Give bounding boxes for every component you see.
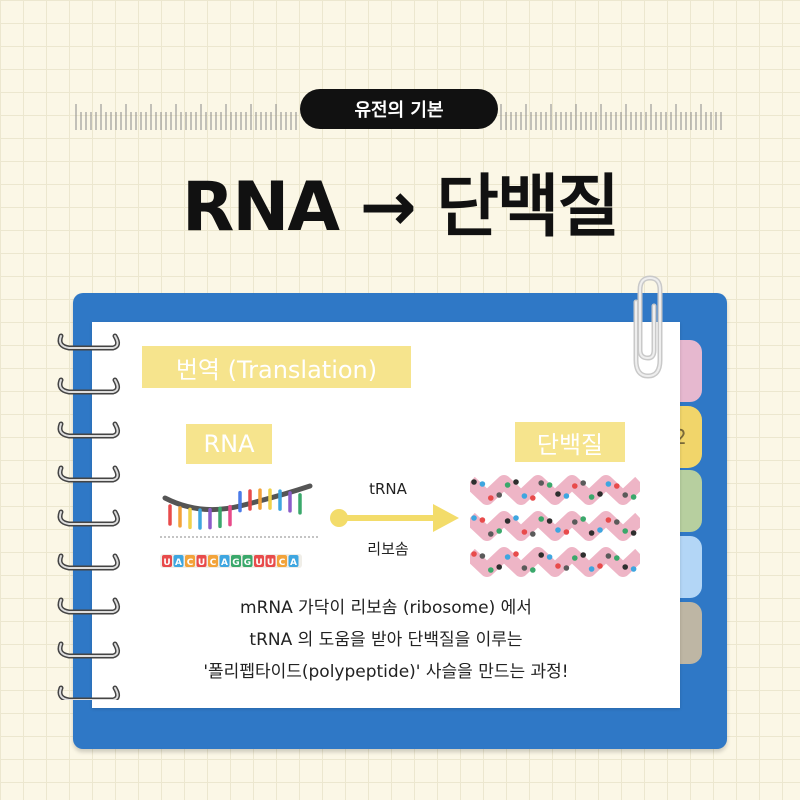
codon-base: C bbox=[187, 558, 194, 568]
ribosome-label: 리보솜 bbox=[367, 540, 409, 558]
codon-base: U bbox=[267, 558, 274, 568]
ruler-decoration-right bbox=[500, 104, 722, 130]
section-label: 번역 (Translation) bbox=[142, 346, 411, 388]
codon-base: A bbox=[175, 558, 182, 568]
protein-label: 단백질 bbox=[515, 422, 625, 462]
protein-label-text: 단백질 bbox=[536, 430, 604, 459]
protein-structure-icon bbox=[470, 475, 640, 577]
rna-label-text: RNA bbox=[203, 430, 255, 458]
rna-label: RNA bbox=[186, 424, 272, 464]
translation-arrow-icon bbox=[330, 504, 459, 532]
description-line-1: mRNA 가닥이 리보솜 (ribosome) 에서 bbox=[240, 598, 532, 618]
codon-base: G bbox=[232, 558, 239, 568]
description-line-3: '폴리펩타이드(polypeptide)' 사슬을 만드는 과정! bbox=[203, 662, 569, 682]
spiral-binding-icon bbox=[57, 333, 121, 700]
section-label-text: 번역 (Translation) bbox=[175, 355, 378, 384]
paper-clip-icon bbox=[633, 275, 663, 379]
page-title: RNA → 단백질 bbox=[182, 168, 620, 247]
trna-label: tRNA bbox=[369, 480, 407, 498]
codon-base: U bbox=[255, 558, 262, 568]
codon-base: G bbox=[244, 558, 251, 568]
codon-base: U bbox=[198, 558, 205, 568]
description: mRNA 가닥이 리보솜 (ribosome) 에서 tRNA 의 도움을 받아… bbox=[92, 592, 680, 688]
codon-base: C bbox=[210, 558, 217, 568]
codon-base: A bbox=[290, 558, 297, 568]
codon-base: U bbox=[163, 558, 170, 568]
topic-badge-text: 유전의 기본 bbox=[354, 100, 444, 121]
codon-base: C bbox=[279, 558, 286, 568]
description-line-2: tRNA 의 도움을 받아 단백질을 이루는 bbox=[249, 630, 523, 650]
ruler-decoration-left bbox=[75, 104, 297, 130]
topic-badge: 유전의 기본 bbox=[300, 89, 498, 129]
codon-base: A bbox=[221, 558, 228, 568]
